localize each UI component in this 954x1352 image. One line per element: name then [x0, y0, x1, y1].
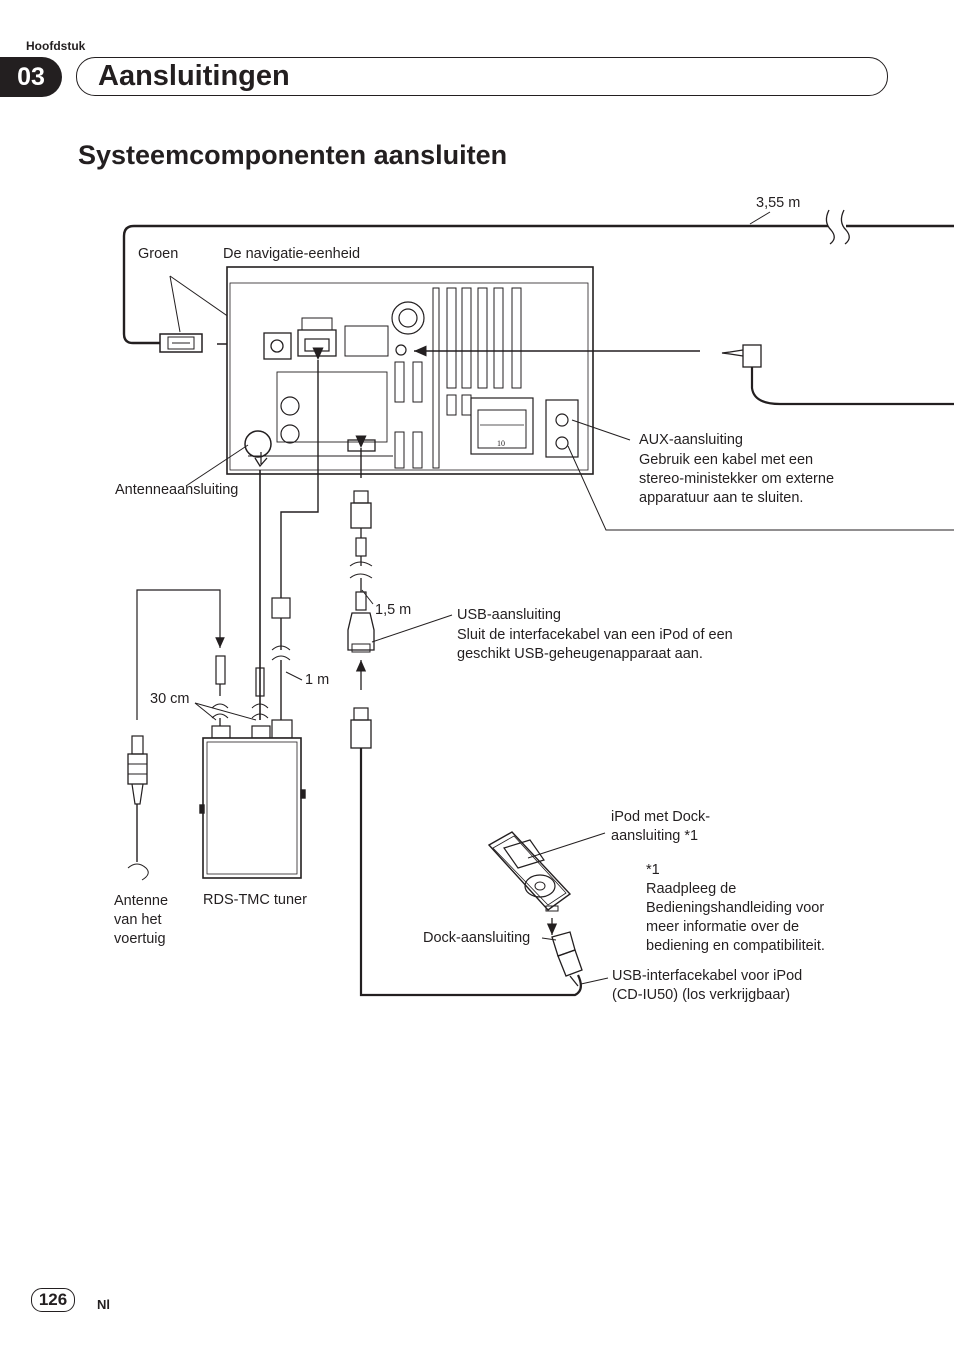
leader-cable: [580, 977, 609, 985]
tuner-connector-icon: [271, 597, 291, 720]
nav-cable-long: [122, 224, 954, 345]
usb-cable-label: USB-interfacekabel voor iPod (CD-IU50) (…: [612, 968, 803, 1003]
cable-break-icon: [825, 209, 850, 245]
section-title: Systeemcomponenten aansluiten: [78, 140, 508, 170]
usb-plug-top-icon: [347, 490, 375, 653]
length-15-label: 1,5 m: [375, 602, 412, 618]
ipod-icon: [487, 831, 572, 912]
green-connector-icon: [159, 333, 203, 353]
leader-355: [749, 211, 771, 225]
usb-title: USB-aansluiting: [457, 607, 561, 623]
rds-tuner-label: RDS-TMC tuner: [203, 892, 307, 908]
green-label: Groen: [138, 246, 179, 262]
nav-unit-label: De navigatie-eenheid: [223, 246, 361, 262]
leader-ipod: [527, 832, 606, 859]
footnote-mark: *1: [646, 862, 660, 878]
ipod-label: iPod met Dock-aansluiting *1: [611, 809, 711, 844]
leader-usb: [371, 614, 453, 643]
rds-tmc-tuner-box: [199, 719, 306, 879]
leader-aux: [571, 419, 631, 441]
mini-plug-icon: [721, 344, 954, 406]
footnote-text: Raadpleeg de Bedieningshandleiding voor …: [646, 881, 825, 954]
chapter-title: Aansluitingen: [98, 60, 290, 92]
length-355-label: 3,55 m: [756, 195, 801, 211]
aux-title: AUX-aansluiting: [639, 432, 743, 448]
navigation-unit: [226, 266, 594, 475]
vehicle-antenna-label: Antenne van het voertuig: [114, 893, 169, 947]
length-1-label: 1 m: [305, 672, 330, 688]
chapter-number-badge: 03: [0, 57, 62, 97]
language-code: Nl: [97, 1297, 110, 1312]
chapter-title-bar: [76, 57, 888, 96]
connector-number: 10: [497, 439, 505, 448]
vehicle-antenna-plug-icon: [127, 735, 149, 881]
leader-antenna: [185, 444, 249, 487]
usb-plug-bottom-icon: [350, 707, 582, 997]
aux-description: Gebruik een kabel met een stereo-ministe…: [639, 452, 835, 506]
tuner-cable: [280, 347, 324, 598]
length-30-label: 30 cm: [150, 691, 190, 707]
dock-connector-label: Dock-aansluiting: [423, 930, 531, 946]
antenna-cable-icon: [136, 589, 269, 726]
antenna-connector-label: Antenneaansluiting: [115, 482, 239, 498]
dock-plug-icon: [551, 931, 583, 987]
page-number: 126: [31, 1288, 75, 1312]
usb-description: Sluit de interfacekabel van een iPod of …: [457, 627, 733, 662]
chapter-label: Hoofdstuk: [26, 39, 86, 53]
